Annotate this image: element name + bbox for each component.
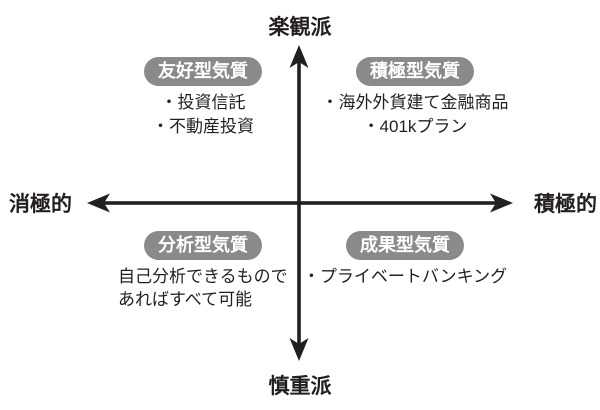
quadrant-badge-analytical: 分析型気質 — [144, 231, 262, 260]
quadrant-badge-results: 成果型気質 — [346, 231, 464, 260]
quadrant-bottom-left: 分析型気質 自己分析できるもので あればすべて可能 — [118, 231, 288, 311]
vertical-axis-arrow — [289, 45, 309, 361]
quadrant-note-line: あればすべて可能 — [118, 290, 253, 309]
quadrant-badge-aggressive: 積極型気質 — [356, 57, 474, 86]
quadrant-item: ・401kプラン — [362, 117, 468, 136]
axis-label-passive: 消極的 — [9, 193, 72, 216]
down-arrowhead-icon — [289, 338, 309, 361]
quadrant-bottom-right: 成果型気質 ・プライベートバンキング — [300, 231, 510, 289]
quadrant-note-line: 自己分析できるもので — [118, 267, 288, 286]
quadrant-item: ・不動産投資 — [152, 117, 254, 136]
quadrant-top-left: 友好型気質 ・投資信託 ・不動産投資 — [120, 57, 286, 139]
quadrant-badge-friendly: 友好型気質 — [144, 57, 262, 86]
quadrant-item: ・海外外貨建て金融商品 — [321, 93, 509, 112]
axis-label-cautious: 慎重派 — [268, 375, 332, 398]
quadrant-item: ・プライベートバンキング — [302, 267, 508, 286]
left-arrowhead-icon — [87, 193, 110, 213]
axis-label-optimist: 楽観派 — [268, 16, 332, 39]
axis-label-active: 積極的 — [534, 193, 597, 216]
quadrant-top-right: 積極型気質 ・海外外貨建て金融商品 ・401kプラン — [310, 57, 520, 139]
up-arrowhead-icon — [289, 45, 309, 68]
right-arrowhead-icon — [490, 193, 513, 213]
quadrant-item: ・投資信託 — [160, 93, 246, 112]
vertical-axis-line — [297, 60, 301, 346]
